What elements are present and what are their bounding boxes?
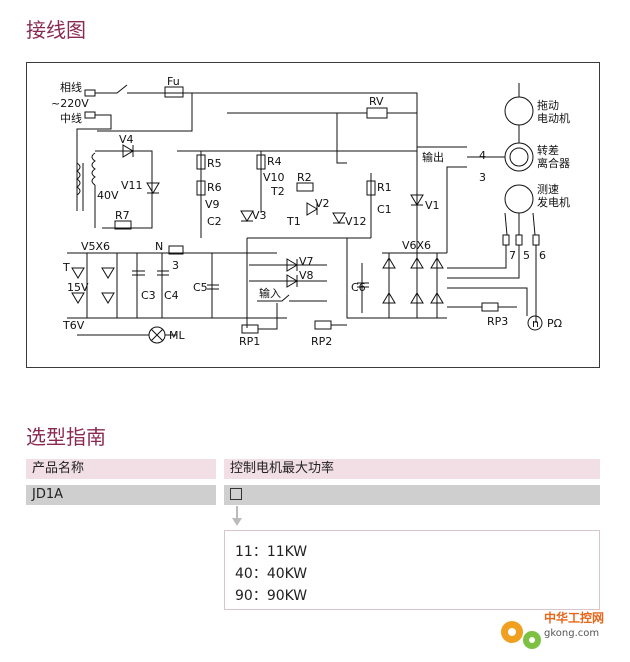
label-n3: 3: [172, 259, 179, 272]
label-t5: 5: [523, 249, 530, 262]
label-v1: V1: [425, 199, 440, 212]
label-t: T: [62, 261, 70, 274]
label-slip-clutch: 转差离合器: [537, 143, 570, 170]
label-rp3: RP3: [487, 315, 508, 328]
label-v12: V12: [345, 215, 367, 228]
label-t6: 6: [539, 249, 546, 262]
watermark-logo: 中华工控网 gkong.com: [501, 610, 604, 649]
label-voltage: ~220V: [51, 97, 89, 110]
label-v7: V7: [299, 255, 314, 268]
label-c3: C3: [141, 289, 156, 302]
label-rp1: RP1: [239, 335, 260, 348]
label-tacho-generator: 测速发电机: [537, 183, 570, 209]
label-rp2: RP2: [311, 335, 332, 348]
down-arrow-icon: [232, 506, 242, 526]
label-r6: R6: [207, 181, 222, 194]
label-c5: C5: [193, 281, 208, 294]
label-ml: ML: [169, 329, 185, 342]
label-c4: C4: [164, 289, 179, 302]
label-output: 输出: [422, 150, 444, 164]
label-t6v: T6V: [62, 319, 85, 332]
label-v3: V3: [252, 209, 267, 222]
label-n-meter: n: [532, 317, 539, 330]
label-v11: V11: [121, 179, 143, 192]
table-header-max-power: 控制电机最大功率: [224, 459, 600, 479]
label-neutral: 中线: [60, 111, 82, 125]
power-option: 90：90KW: [235, 588, 308, 604]
table-cell-product: JD1A: [26, 485, 216, 505]
label-v8: V8: [299, 269, 314, 282]
label-r1: R1: [377, 181, 392, 194]
label-c2: C2: [207, 215, 222, 228]
wiring-diagram-title: 接线图: [26, 18, 86, 42]
label-t3: 3: [479, 171, 486, 184]
table-cell-power-code: [224, 485, 600, 505]
circuit-schematic: 相线 ~220V 中线 Fu RV 输出 4 3 拖动电动机 转差离合器 测速发…: [51, 75, 570, 348]
label-v9: V9: [205, 198, 220, 211]
power-option: 40：40KW: [235, 566, 308, 582]
label-v10: V10: [263, 171, 285, 184]
label-r2: R2: [297, 171, 312, 184]
label-v6x6: V6X6: [402, 239, 431, 252]
table-header-product-name: 产品名称: [26, 459, 216, 479]
label-v2: V2: [315, 197, 330, 210]
label-v4: V4: [119, 133, 134, 146]
label-phase-line: 相线: [60, 80, 82, 94]
label-rv: RV: [369, 95, 384, 108]
label-c6: C6: [351, 281, 366, 294]
label-t4: 4: [479, 149, 486, 162]
gear-icon: [501, 621, 541, 649]
selection-guide-title: 选型指南: [26, 425, 106, 449]
label-fuse: Fu: [167, 75, 180, 88]
label-t7: 7: [509, 249, 516, 262]
label-t1: T1: [286, 215, 301, 228]
placeholder-box-icon: [230, 487, 242, 500]
label-drive-motor: 拖动电动机: [537, 98, 570, 125]
label-c1: C1: [377, 203, 392, 216]
label-40v: 40V: [97, 189, 119, 202]
label-n: N: [155, 240, 163, 253]
power-option: 11：11KW: [235, 544, 308, 560]
label-r7: R7: [115, 209, 130, 222]
wiring-diagram: 相线 ~220V 中线 Fu RV 输出 4 3 拖动电动机 转差离合器 测速发…: [26, 62, 600, 368]
label-15v: 15V: [67, 281, 89, 294]
label-input: 输入: [259, 286, 281, 300]
label-r5: R5: [207, 157, 222, 170]
watermark-brand: 中华工控网: [544, 610, 604, 625]
label-r4: R4: [267, 155, 282, 168]
label-v5x6: V5X6: [81, 240, 110, 253]
label-t2: T2: [270, 185, 285, 198]
label-p-omega: PΩ: [547, 317, 562, 330]
watermark-url: gkong.com: [544, 628, 599, 639]
power-options-box: 11：11KW 40：40KW 90：90KW: [224, 530, 600, 610]
